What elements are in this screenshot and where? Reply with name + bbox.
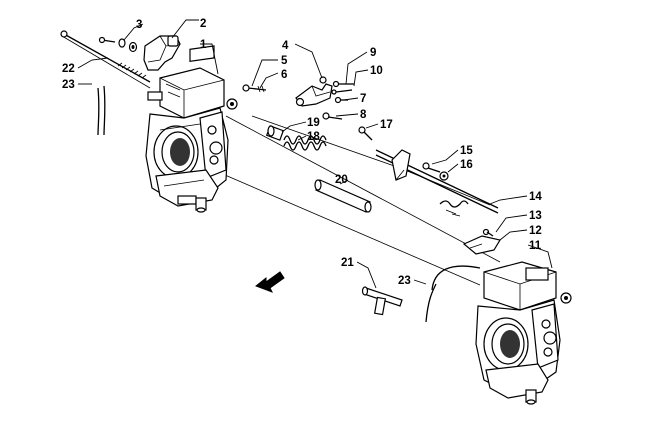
front-direction-arrow-icon bbox=[255, 271, 285, 293]
callout-7: 7 bbox=[360, 93, 366, 105]
callout-leaders bbox=[77, 19, 553, 289]
callout-13: 13 bbox=[529, 210, 542, 222]
callout-9: 9 bbox=[370, 47, 376, 59]
callout-20: 20 bbox=[335, 174, 348, 186]
hose-part-23-right bbox=[425, 265, 481, 323]
callout-17: 17 bbox=[380, 119, 393, 131]
callout-15: 15 bbox=[460, 145, 473, 157]
left-carburetor-part-1 bbox=[145, 45, 238, 213]
screw-part-5-6 bbox=[242, 84, 267, 93]
bracket-part-12 bbox=[462, 235, 501, 255]
callout-4: 4 bbox=[282, 40, 289, 52]
callout-8: 8 bbox=[360, 109, 367, 121]
callout-14: 14 bbox=[529, 191, 542, 203]
washer-part-16 bbox=[439, 171, 449, 181]
hose-part-23-left bbox=[97, 85, 106, 136]
callout-12: 12 bbox=[529, 225, 542, 237]
callout-16: 16 bbox=[460, 159, 473, 171]
carb-cap-part-2 bbox=[143, 35, 181, 71]
throttle-shaft-part-14 bbox=[375, 149, 499, 217]
callout-22: 22 bbox=[62, 63, 75, 75]
screw-part-8 bbox=[322, 112, 343, 120]
callout-21: 21 bbox=[341, 257, 354, 269]
bushing-part-19 bbox=[265, 125, 285, 141]
screw-washer-part-3 bbox=[98, 36, 138, 53]
callout-11: 11 bbox=[529, 240, 542, 252]
callout-3: 3 bbox=[136, 19, 142, 31]
callout-18: 18 bbox=[307, 131, 320, 143]
callout-19: 19 bbox=[307, 117, 320, 129]
callout-numbers: 3 2 1 4 5 6 9 10 7 8 17 19 18 20 15 16 1… bbox=[62, 18, 542, 287]
lever-bracket-part-4 bbox=[295, 76, 333, 107]
callout-1: 1 bbox=[200, 39, 207, 51]
right-carburetor-part-11 bbox=[475, 261, 572, 405]
connector-tube-part-20 bbox=[314, 179, 372, 213]
callout-5: 5 bbox=[281, 55, 288, 67]
screw-part-17 bbox=[358, 126, 373, 141]
screw-part-15 bbox=[422, 162, 441, 173]
bolt-part-9-10 bbox=[331, 80, 354, 95]
callout-10: 10 bbox=[370, 65, 383, 77]
screw-part-13 bbox=[482, 228, 494, 237]
callout-23-left: 23 bbox=[62, 79, 75, 91]
callout-23-right: 23 bbox=[398, 275, 411, 287]
callout-2: 2 bbox=[200, 18, 206, 30]
spring-part-18 bbox=[283, 135, 327, 151]
t-fitting-part-21 bbox=[361, 286, 403, 316]
callout-6: 6 bbox=[281, 69, 287, 81]
